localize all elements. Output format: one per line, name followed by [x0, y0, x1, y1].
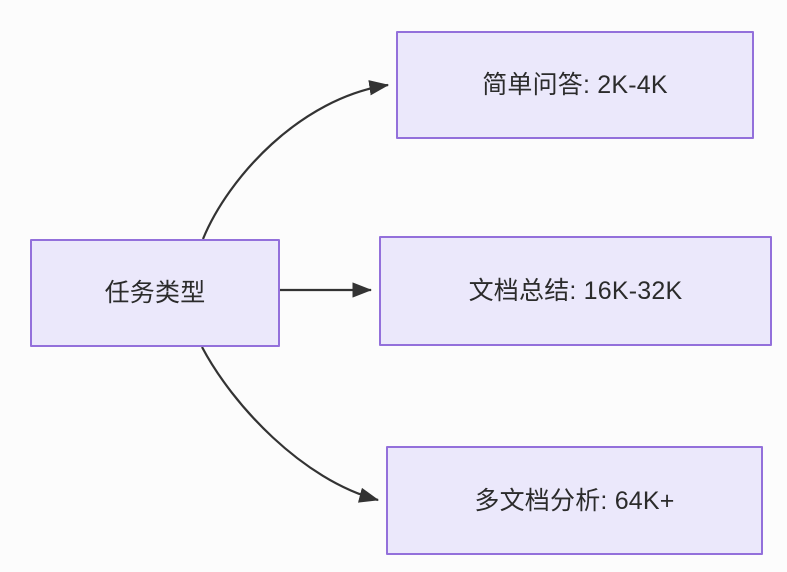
node-multi-doc-label: 多文档分析: 64K+ [474, 486, 675, 515]
node-multi-doc[interactable]: 多文档分析: 64K+ [386, 446, 763, 555]
node-doc-summary[interactable]: 文档总结: 16K-32K [379, 236, 772, 346]
node-task-type-label: 任务类型 [104, 279, 206, 307]
node-task-type[interactable]: 任务类型 [30, 239, 280, 347]
node-simple-qa-label: 简单问答: 2K-4K [482, 71, 668, 99]
node-simple-qa[interactable]: 简单问答: 2K-4K [396, 31, 754, 139]
edge-source-to-multi-doc [201, 346, 380, 503]
node-doc-summary-label: 文档总结: 16K-32K [468, 277, 683, 305]
edge-source-to-simple-qa [201, 80, 390, 240]
